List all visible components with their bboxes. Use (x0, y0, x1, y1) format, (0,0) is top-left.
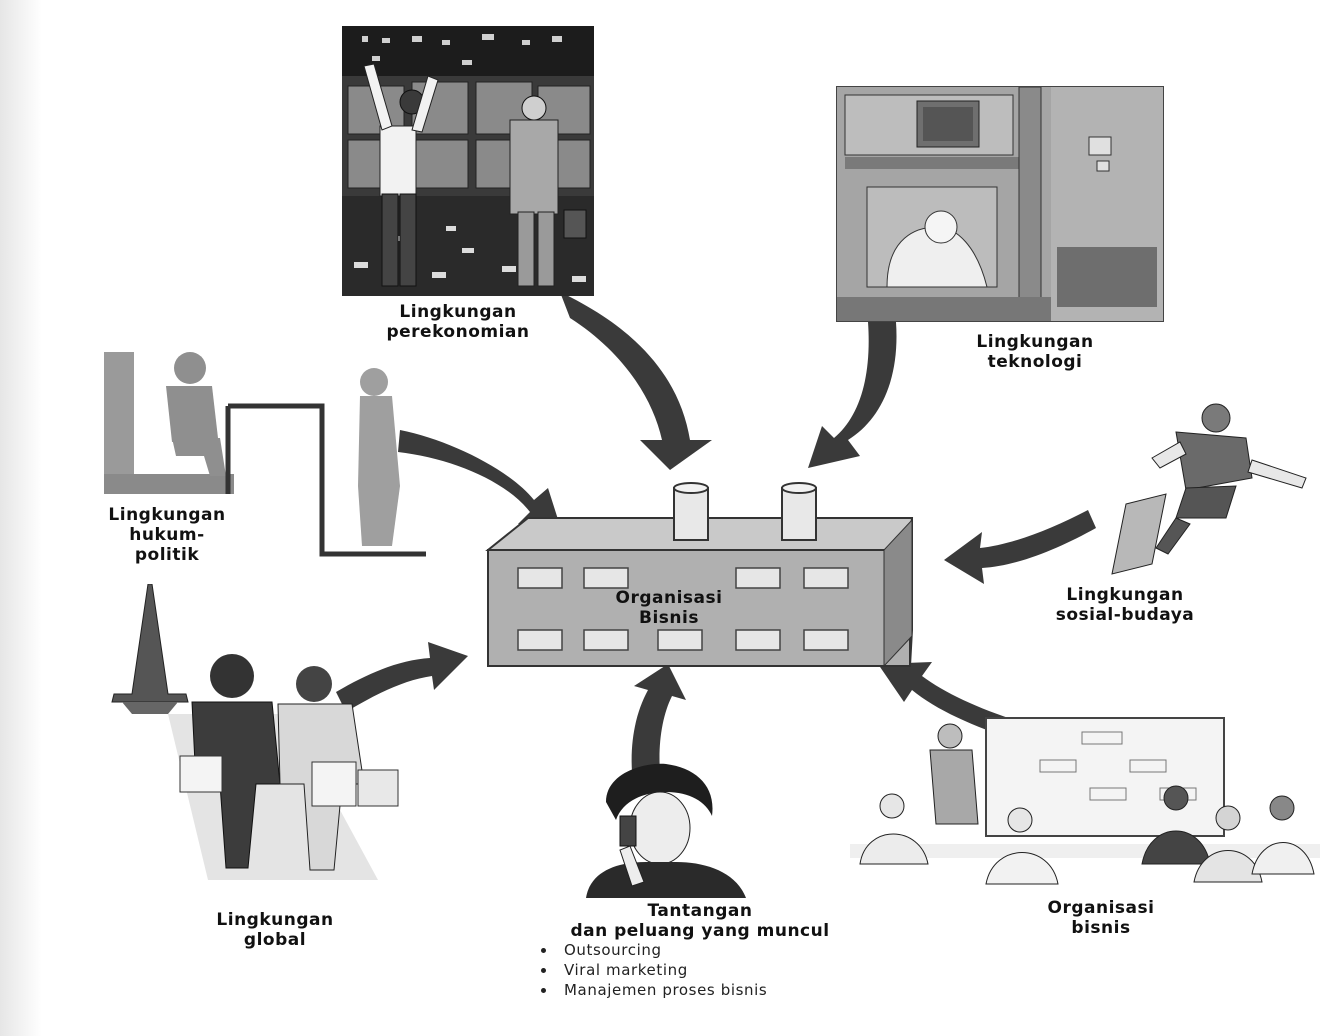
challenges-item: Outsourcing (536, 940, 767, 960)
challenges-list: Outsourcing Viral marketing Manajemen pr… (536, 940, 767, 1000)
center-label-line1: Organisasi (615, 588, 723, 608)
legal-label: Lingkungan hukum- politik (92, 505, 242, 565)
economy-illustration (342, 26, 594, 296)
arrow-global (336, 642, 468, 712)
arrow-technology (808, 322, 897, 468)
global-label-line2: global (243, 930, 307, 950)
legal-label-line3: politik (134, 545, 200, 565)
challenges-label: Tantangan dan peluang yang muncul (520, 901, 880, 941)
page-edge-shadow (0, 0, 42, 1036)
technology-illustration (836, 86, 1164, 322)
economy-label: Lingkungan perekonomian (360, 302, 556, 342)
organization-label: Organisasi bisnis (1016, 898, 1186, 938)
organization-label-line2: bisnis (1071, 918, 1131, 938)
arrow-challenges (631, 664, 686, 772)
technology-label-line2: teknologi (987, 352, 1083, 372)
arrow-economy (560, 292, 712, 470)
challenges-label-line1: Tantangan (647, 901, 753, 921)
economy-label-line2: perekonomian (386, 322, 530, 342)
global-illustration (111, 584, 399, 880)
arrow-social (944, 510, 1096, 584)
economy-label-line1: Lingkungan (399, 302, 517, 322)
arrow-legal (398, 430, 562, 532)
organization-illustration (850, 717, 1320, 885)
technology-label-line1: Lingkungan (976, 332, 1094, 352)
challenges-label-line2: dan peluang yang muncul (570, 921, 830, 941)
social-label: Lingkungan sosial-budaya (1030, 585, 1220, 625)
center-label: Organisasi Bisnis (594, 588, 744, 628)
social-illustration (1111, 403, 1307, 575)
legal-illustration (104, 352, 426, 557)
challenges-illustration (586, 763, 746, 898)
building-illustration (485, 482, 914, 668)
global-label: Lingkungan global (200, 910, 350, 950)
center-label-line2: Bisnis (639, 608, 699, 628)
legal-label-line2: hukum- (129, 525, 205, 545)
technology-label: Lingkungan teknologi (940, 332, 1130, 372)
global-label-line1: Lingkungan (216, 910, 334, 930)
challenges-item: Manajemen proses bisnis (536, 980, 767, 1000)
challenges-item: Viral marketing (536, 960, 767, 980)
social-label-line1: Lingkungan (1066, 585, 1184, 605)
social-label-line2: sosial-budaya (1055, 605, 1195, 625)
organization-label-line1: Organisasi (1047, 898, 1155, 918)
legal-label-line1: Lingkungan (108, 505, 226, 525)
